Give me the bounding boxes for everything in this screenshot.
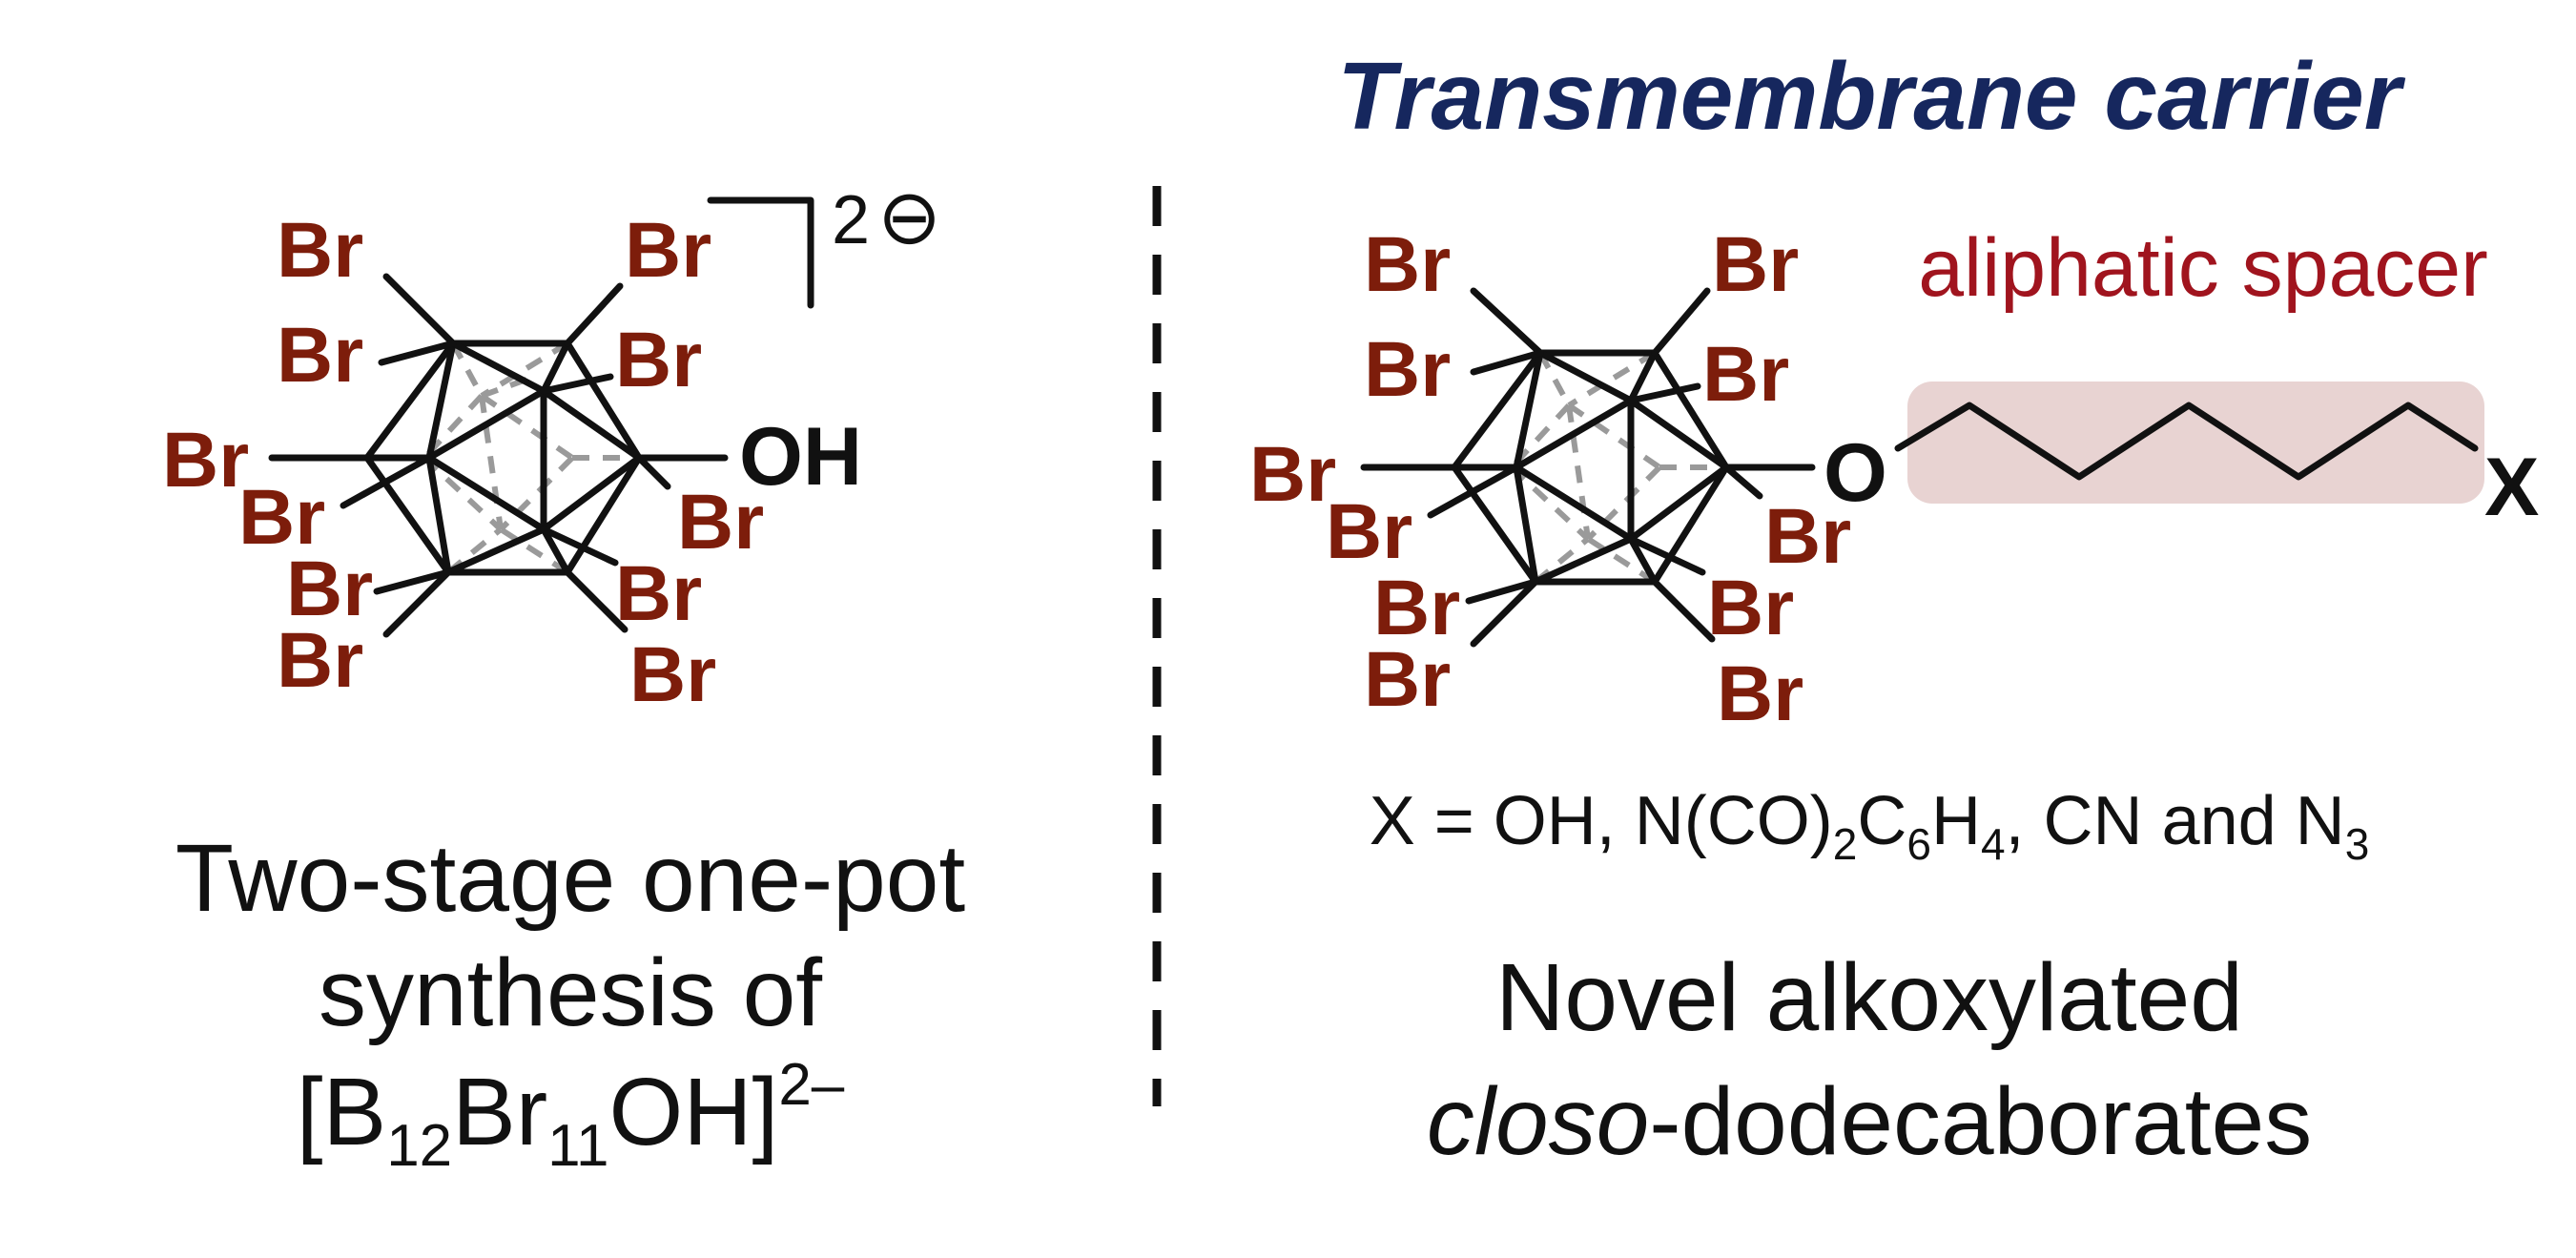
hydroxy-label: OH bbox=[739, 411, 862, 503]
bromine-label: Br bbox=[1249, 431, 1336, 518]
aliphatic-spacer-highlight bbox=[1907, 382, 2484, 504]
x-definition: X = OH, N(CO)2C6H4, CN and N3 bbox=[1370, 783, 2370, 869]
ether-oxygen-label: O bbox=[1824, 427, 1887, 519]
bromine-label: Br bbox=[238, 474, 325, 561]
bromine-label: Br bbox=[629, 631, 716, 718]
bromine-label: Br bbox=[1326, 488, 1412, 575]
bromine-label: Br bbox=[1712, 221, 1799, 308]
bromine-label: Br bbox=[162, 417, 249, 504]
bromo-dodecaborate-left: 2 ⊖ OH bbox=[268, 175, 941, 638]
bromine-label: Br bbox=[1373, 565, 1460, 651]
left-caption-line2: synthesis of bbox=[319, 939, 822, 1046]
bromine-label: Br bbox=[277, 617, 363, 704]
charge-number: 2 bbox=[832, 182, 870, 258]
bromine-label: Br bbox=[1364, 326, 1451, 413]
bromine-label: Br bbox=[615, 317, 702, 403]
charge-minus-symbol: ⊖ bbox=[877, 175, 941, 259]
bromine-label: Br bbox=[286, 546, 373, 632]
alkyl-chain bbox=[1894, 402, 2479, 481]
spacer-label: aliphatic spacer bbox=[1918, 222, 2488, 314]
bromine-label: Br bbox=[615, 550, 702, 637]
exo-bonds bbox=[268, 273, 729, 638]
charge-bracket bbox=[707, 196, 814, 309]
bromo-dodecaborate-right bbox=[1360, 287, 1816, 648]
bromine-label: Br bbox=[677, 479, 764, 566]
bromine-label: Br bbox=[1364, 221, 1451, 308]
bromine-label: Br bbox=[625, 207, 711, 294]
terminal-group-x: X bbox=[2484, 442, 2539, 533]
left-caption-line1: Two-stage one-pot bbox=[175, 825, 965, 932]
bromine-label: Br bbox=[1707, 565, 1794, 651]
right-caption-line2: closo-dodecaborates bbox=[1427, 1068, 2312, 1175]
right-title: Transmembrane carrier bbox=[1337, 43, 2406, 150]
exo-bonds-right bbox=[1360, 287, 1816, 648]
left-formula: [B12Br11OH]2– bbox=[297, 1052, 845, 1179]
bromine-label: Br bbox=[277, 207, 363, 294]
bromine-label: Br bbox=[1702, 331, 1789, 418]
bromine-label: Br bbox=[1717, 650, 1803, 737]
right-caption-line1: Novel alkoxylated bbox=[1495, 944, 2243, 1051]
bromine-label: Br bbox=[277, 312, 363, 399]
bromine-label: Br bbox=[1764, 493, 1851, 580]
bromine-label: Br bbox=[1364, 636, 1451, 723]
